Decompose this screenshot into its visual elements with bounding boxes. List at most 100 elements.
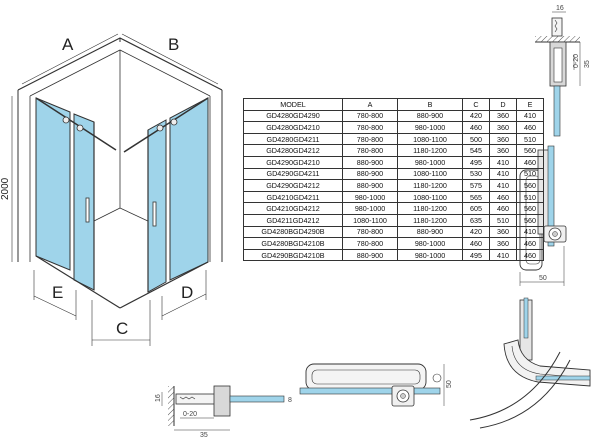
bottom-mid-detail-height: 50 xyxy=(446,380,453,388)
dimension-cell: 880-900 xyxy=(397,225,463,239)
model-cell: GD4280GD4211 xyxy=(243,132,343,146)
model-cell: GD4280GD4210 xyxy=(243,121,343,134)
dimension-cell: 495 xyxy=(462,155,490,169)
model-cell: GD4280BGD4210B xyxy=(243,237,343,250)
dimension-cell: 500 xyxy=(462,132,490,146)
model-cell: GD4211GD4212 xyxy=(243,213,343,227)
dimension-cell: 410 xyxy=(516,225,544,239)
dimension-cell: 460 xyxy=(489,202,517,215)
dimension-cell: 780-800 xyxy=(342,144,398,157)
dimension-cell: 980-1000 xyxy=(397,237,463,250)
model-cell: GD4290GD4212 xyxy=(243,179,343,192)
dimension-cell: 980-1000 xyxy=(397,248,463,262)
dimension-cell: 420 xyxy=(462,109,490,123)
roller-detail-bottom xyxy=(299,363,445,407)
dimension-cell: 780-800 xyxy=(342,237,398,250)
dimension-cell: 1180-1200 xyxy=(397,144,463,157)
dimension-cell: 510 xyxy=(516,190,544,204)
bottom-detail-thickness: 8 xyxy=(288,397,292,404)
dimension-cell: 560 xyxy=(516,144,544,157)
model-cell: GD4280BGD4290B xyxy=(243,225,343,239)
top-detail-height: 35 xyxy=(584,60,591,68)
dimension-label-a: A xyxy=(62,35,74,54)
dimension-cell: 410 xyxy=(489,248,517,262)
dimension-cell: 780-800 xyxy=(342,132,398,146)
dimension-cell: 880-900 xyxy=(342,155,398,169)
corner-joint-detail xyxy=(469,297,591,429)
dimension-cell: 360 xyxy=(489,144,517,157)
dimension-cell: 530 xyxy=(462,167,490,181)
top-detail-adjust: 0-20 xyxy=(573,54,580,68)
dimension-cell: 575 xyxy=(462,179,490,192)
dimension-cell: 495 xyxy=(462,248,490,262)
dimension-cell: 980-1000 xyxy=(397,121,463,134)
dimension-cell: 1180-1200 xyxy=(397,202,463,215)
dimension-cell: 360 xyxy=(489,225,517,239)
dimension-cell: 360 xyxy=(489,121,517,134)
model-cell: GD4290BGD4210B xyxy=(243,248,343,262)
dimension-cell: 510 xyxy=(516,167,544,181)
dimension-cell: 460 xyxy=(516,121,544,134)
dimension-cell: 460 xyxy=(516,248,544,262)
dimension-cell: 410 xyxy=(489,155,517,169)
dimension-cell: 360 xyxy=(489,237,517,250)
dimension-cell: 1080-1100 xyxy=(397,132,463,146)
model-cell: GD4210GD4212 xyxy=(243,202,343,215)
model-cell: GD4280GD4290 xyxy=(243,109,343,123)
dimension-cell: 510 xyxy=(489,213,517,227)
dimension-cell: 460 xyxy=(516,237,544,250)
dimension-cell: 460 xyxy=(516,155,544,169)
column-header: D xyxy=(489,98,517,111)
bottom-detail-width: 35 xyxy=(200,432,208,439)
dimension-cell: 410 xyxy=(489,179,517,192)
dimension-cell: 635 xyxy=(462,213,490,227)
table-header-row: MODEL A B C D E xyxy=(243,98,544,111)
dimension-cell: 880-900 xyxy=(342,179,398,192)
dimension-cell: 1180-1200 xyxy=(397,179,463,192)
column-header: A xyxy=(342,98,398,111)
dimension-label-d: D xyxy=(181,283,193,302)
dimension-cell: 410 xyxy=(516,109,544,123)
dimension-cell: 1080-1100 xyxy=(397,167,463,181)
dimension-cell: 880-900 xyxy=(342,167,398,181)
dimension-label-c: C xyxy=(116,319,128,338)
dimension-cell: 560 xyxy=(516,213,544,227)
top-detail-width: 16 xyxy=(556,5,564,12)
dimension-cell: 780-800 xyxy=(342,121,398,134)
column-header: MODEL xyxy=(243,98,343,111)
dimension-label-b: B xyxy=(168,35,179,54)
dimension-cell: 545 xyxy=(462,144,490,157)
model-cell: GD4290GD4211 xyxy=(243,167,343,181)
dimension-cell: 360 xyxy=(489,109,517,123)
column-header: B xyxy=(397,98,463,111)
dimension-cell: 1080-1100 xyxy=(342,213,398,227)
dimension-cell: 460 xyxy=(489,190,517,204)
dimension-cell: 410 xyxy=(489,167,517,181)
height-label: 2000 xyxy=(0,177,11,200)
dimension-cell: 510 xyxy=(516,132,544,146)
wall-profile-detail-bottom xyxy=(161,385,285,431)
dimension-cell: 1180-1200 xyxy=(397,213,463,227)
mid-detail-width: 50 xyxy=(539,275,547,282)
dimension-cell: 360 xyxy=(489,132,517,146)
bottom-detail-adjust: 0-20 xyxy=(183,411,197,418)
dimension-cell: 980-1000 xyxy=(342,202,398,215)
dimension-cell: 460 xyxy=(462,237,490,250)
dimension-cell: 1080-1100 xyxy=(397,190,463,204)
dimension-label-e: E xyxy=(52,283,63,302)
shower-enclosure-drawing xyxy=(11,33,223,346)
